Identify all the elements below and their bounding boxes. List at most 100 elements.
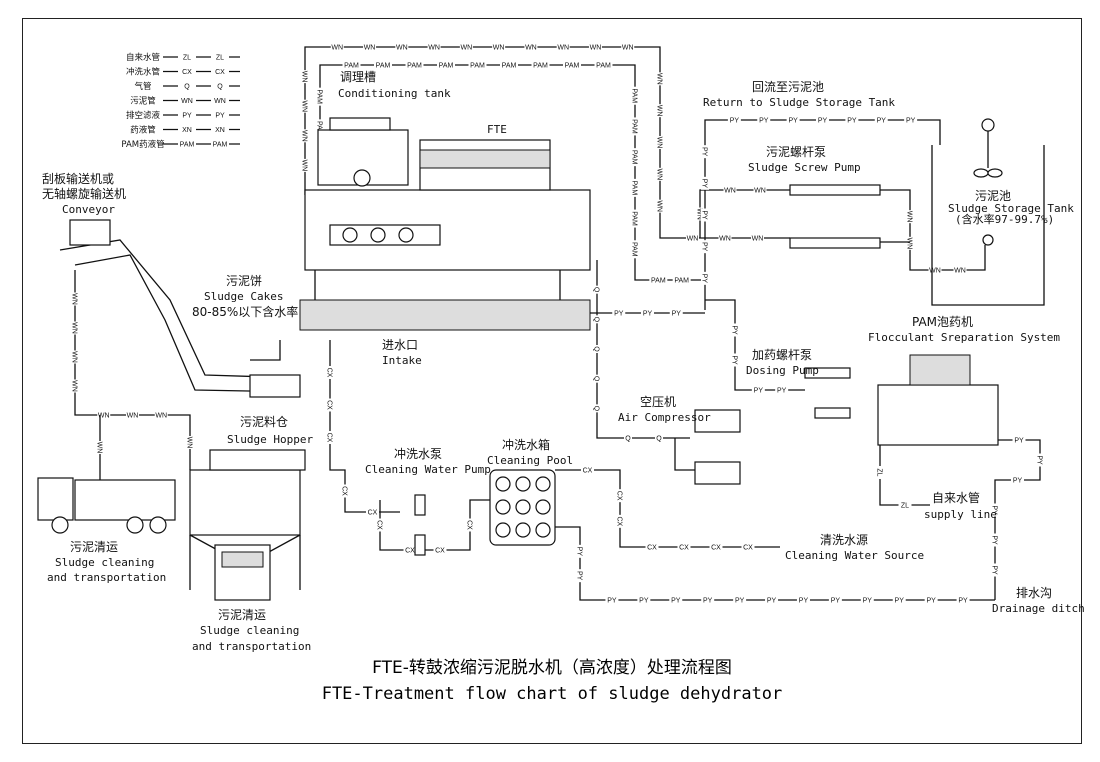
- pipe-wn: [250, 340, 281, 361]
- legend-item-name: 排空滤液: [126, 110, 161, 121]
- legend-item-code: Q: [217, 84, 223, 91]
- pipe-code-label: PY: [703, 598, 713, 605]
- pipe-code-label: PY: [991, 505, 998, 515]
- pipe-code-label: WN: [525, 45, 537, 52]
- pipe-code-label: Q: [593, 287, 600, 293]
- pipe-code-label: WN: [656, 200, 663, 212]
- pipe-code-label: CX: [711, 545, 721, 552]
- legend-item-name: 药液管: [130, 125, 156, 136]
- pipe-code-label: CX: [341, 486, 348, 496]
- legend-item-code: WN: [181, 98, 193, 105]
- pipe-code-label: WN: [656, 105, 663, 117]
- pipe-code-label: PAM: [316, 89, 323, 104]
- pipe-code-label: PY: [607, 598, 617, 605]
- pipe-code-label: PY: [701, 210, 708, 220]
- pipe-code-label: PY: [576, 571, 583, 581]
- sludge-storage-tank: [931, 118, 1045, 306]
- label-return-en: Return to Sludge Storage Tank: [703, 96, 895, 109]
- pipe-code-label: WN: [71, 380, 78, 392]
- label-supply-en: supply line: [924, 508, 997, 521]
- pipe-code-label: PAM: [631, 242, 638, 257]
- pipe-code-label: PAM: [470, 63, 485, 70]
- label-tank-en: Sludge Storage Tank: [948, 202, 1074, 215]
- pipe-code-label: CX: [647, 545, 657, 552]
- pipe-code-label: Q: [656, 436, 662, 443]
- sludge-hopper: [189, 449, 306, 590]
- label-tank-note: (含水率97-99.7%): [955, 212, 1054, 226]
- pipe-code-label: PY: [863, 598, 873, 605]
- pipe-code-label: PAM: [407, 63, 422, 70]
- pipe-code-label: WN: [301, 160, 308, 172]
- pipe-code-label: WN: [906, 211, 913, 223]
- pipe-code-label: CX: [435, 548, 445, 555]
- sludge-screw-pumps: [789, 184, 881, 249]
- label-pool-en: Cleaning Pool: [487, 454, 573, 467]
- pipe-code-label: PAM: [631, 211, 638, 226]
- pipe-code-label: CX: [368, 510, 378, 517]
- legend-item-code: XN: [182, 127, 192, 134]
- pipe-code-label: PY: [877, 118, 887, 125]
- pipe-code-label: PY: [731, 325, 738, 335]
- pipe-code-label: PAM: [596, 63, 611, 70]
- pipe-code-label: PAM: [631, 119, 638, 134]
- label-conveyor-cn2: 无轴螺旋输送机: [42, 186, 126, 201]
- pipe-code-label: ZL: [901, 503, 909, 510]
- label-truck2-en2: and transportation: [192, 640, 311, 653]
- pipe-code-label: PY: [671, 598, 681, 605]
- pipe-code-label: WN: [71, 293, 78, 305]
- pipe-code-label: WN: [696, 208, 703, 220]
- flocculant-preparation-system: [877, 354, 999, 446]
- pipe-code-label: WN: [71, 351, 78, 363]
- label-screw-cn: 污泥螺杆泵: [766, 145, 826, 159]
- label-dosing-cn: 加药螺杆泵: [752, 348, 812, 362]
- pipe-code-label: PY: [799, 598, 809, 605]
- pipe-code-label: PY: [639, 598, 649, 605]
- pipe-code-label: PY: [754, 388, 764, 395]
- pipe-code-label: WN: [301, 130, 308, 142]
- pipe-code-label: WN: [331, 45, 343, 52]
- pipe-code-label: PAM: [376, 63, 391, 70]
- pipe-code-label: Q: [625, 436, 631, 443]
- pipe-code-label: CX: [583, 468, 593, 475]
- pipe-code-label: WN: [622, 45, 634, 52]
- pipe-code-label: WN: [656, 73, 663, 85]
- pipe-code-label: PY: [777, 388, 787, 395]
- pipe-code-label: WN: [301, 100, 308, 112]
- legend-item-name: PAM药液管: [121, 139, 164, 150]
- pipe-code-label: WN: [396, 45, 408, 52]
- legend-item-code: WN: [214, 98, 226, 105]
- label-truck2-cn: 污泥清运: [218, 608, 266, 622]
- pipe-code-label: WN: [428, 45, 440, 52]
- fte-dehydrator: [299, 139, 591, 331]
- legend-item-name: 气管: [134, 81, 151, 92]
- legend-item-name: 自来水管: [126, 52, 160, 63]
- pipe-code-label: WN: [301, 71, 308, 83]
- label-intake-en: Intake: [382, 354, 422, 367]
- label-hopper-cn: 污泥料仓: [240, 415, 288, 429]
- pipe-code-label: CX: [679, 545, 689, 552]
- label-hopper-en: Sludge Hopper: [227, 433, 313, 446]
- legend-item-code: CX: [182, 69, 192, 76]
- legend-item-code: PY: [182, 113, 192, 120]
- pipe-py: PY PY PY PY: [705, 299, 805, 395]
- legend-item-code: Q: [184, 84, 190, 91]
- pipe-code-label: PY: [1013, 478, 1023, 485]
- pipe-code-label: PY: [906, 118, 916, 125]
- pipe-code-label: PY: [701, 274, 708, 284]
- label-conditioning-cn: 调理槽: [340, 70, 376, 84]
- truck-side: [37, 477, 176, 534]
- pipe-code-label: PY: [731, 355, 738, 365]
- label-cakes-note: 80-85%以下含水率: [192, 304, 298, 319]
